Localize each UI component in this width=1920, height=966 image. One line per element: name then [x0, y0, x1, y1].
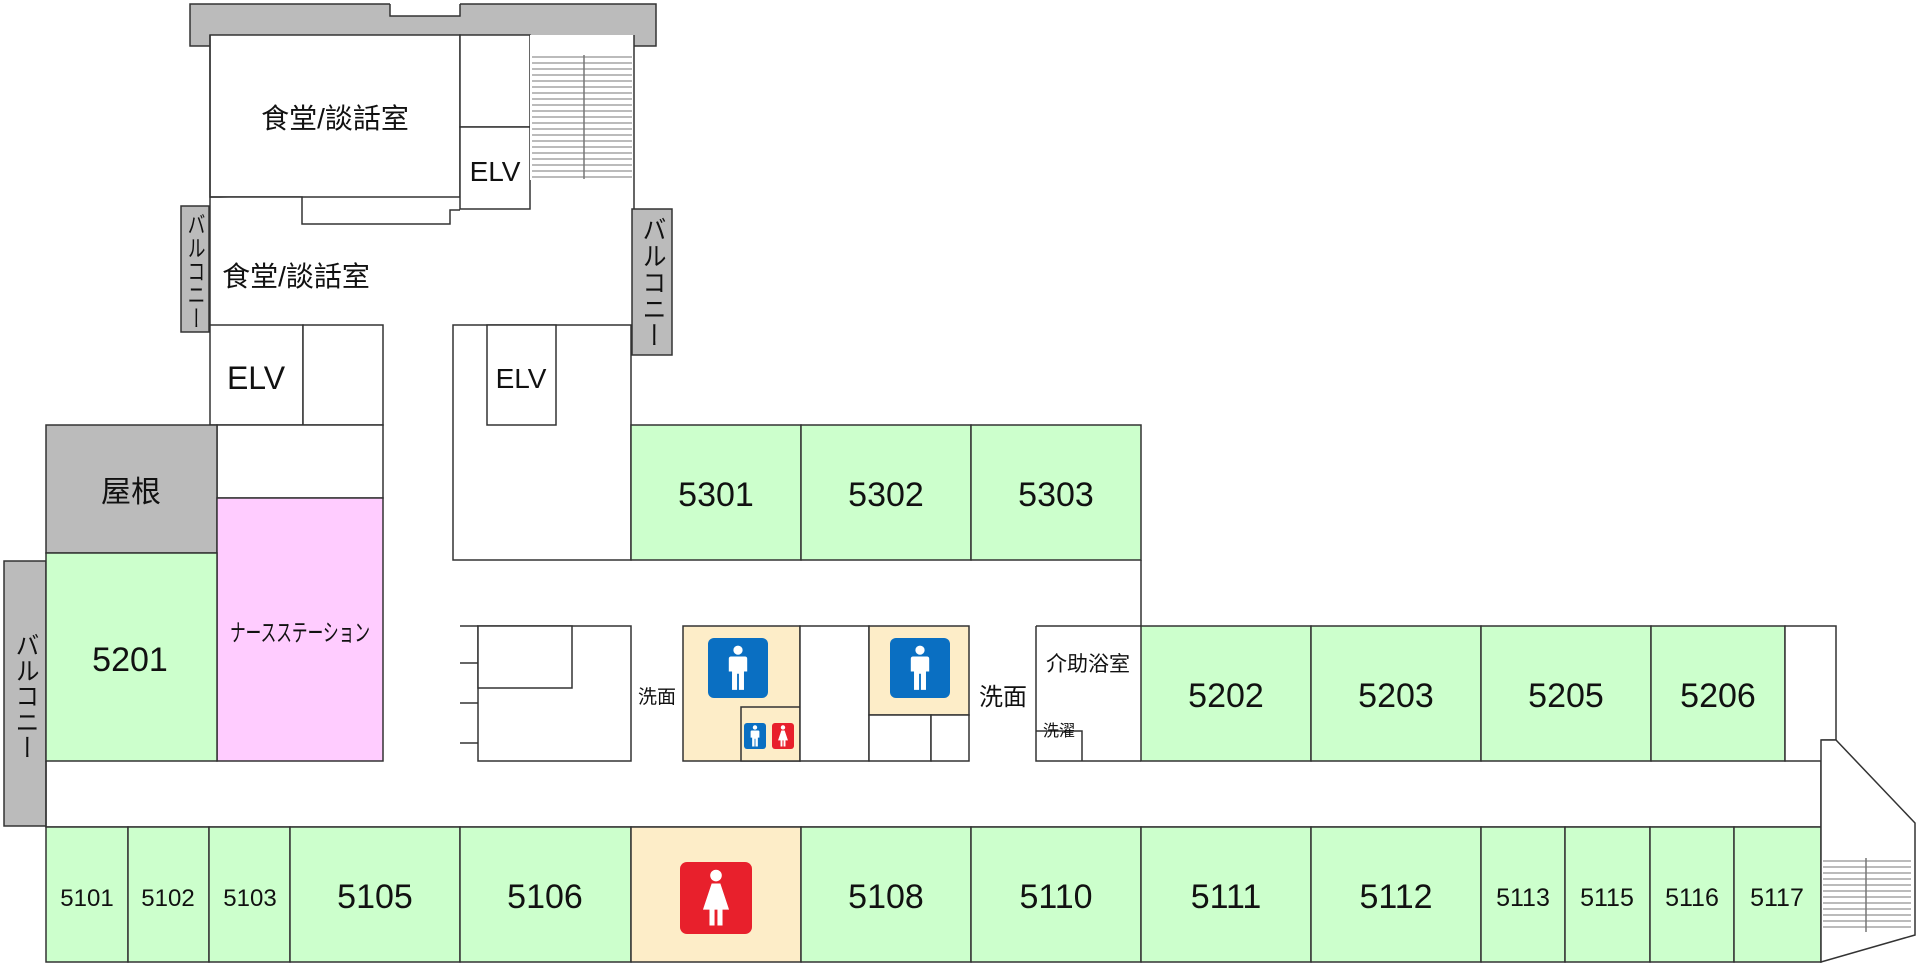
bath-label: 介助浴室 [1046, 653, 1130, 676]
room-5202 [1140, 625, 1312, 762]
room-label-5202: 5202 [1188, 677, 1264, 715]
room-5302 [800, 424, 972, 561]
elevator-label-3: ELV [496, 363, 547, 394]
dining-room-upper [209, 34, 461, 198]
stairs-southeast [1823, 858, 1911, 932]
room-label-5105: 5105 [337, 878, 413, 916]
male-toilet-icon-1 [708, 638, 768, 698]
elevator-upper [459, 126, 531, 210]
room-5101 [45, 826, 129, 963]
room-5116 [1649, 826, 1735, 963]
balcony-label-west-lower: バルコニー [11, 632, 39, 760]
room-5108 [800, 826, 972, 963]
room-5102 [127, 826, 210, 963]
room-label-5115: 5115 [1580, 884, 1634, 912]
room-5301 [630, 424, 802, 561]
room-5203 [1310, 625, 1482, 762]
room-label-5205: 5205 [1528, 677, 1604, 715]
room-label-5301: 5301 [678, 476, 754, 514]
dining-room-label-2: 食堂/談話室 [222, 261, 370, 292]
room-label-5303: 5303 [1018, 476, 1094, 514]
room-5105 [289, 826, 461, 963]
room-5303 [970, 424, 1142, 561]
nurse-station [216, 497, 384, 762]
male-toilet-icon-small [744, 723, 766, 749]
room-5111 [1140, 826, 1312, 963]
balcony-label-west-upper: バルコニー [185, 212, 206, 330]
room-5106 [459, 826, 632, 963]
balcony-east-upper [631, 208, 673, 356]
male-toilet-icon-2 [890, 638, 950, 698]
room-label-5102: 5102 [141, 885, 194, 912]
room-5113 [1480, 826, 1566, 963]
room-label-5113: 5113 [1496, 884, 1550, 912]
balcony-label-east-upper: バルコニー [638, 216, 666, 348]
washroom-label-1: 洗面 [638, 686, 676, 708]
room-5206 [1650, 625, 1786, 762]
laundry-label: 洗濯 [1043, 722, 1075, 740]
balcony-west-lower [3, 560, 47, 827]
room-label-5103: 5103 [223, 885, 276, 912]
room-label-5302: 5302 [848, 476, 924, 514]
dining-room-label-1: 食堂/談話室 [261, 103, 409, 134]
room-label-5111: 5111 [1191, 878, 1262, 916]
roof-area [45, 424, 218, 554]
room-label-5201: 5201 [92, 641, 168, 679]
elevator-east [486, 324, 557, 426]
female-toilet-icon [680, 862, 752, 934]
elevator-label-1: ELV [470, 156, 521, 187]
room-label-5106: 5106 [507, 878, 583, 916]
room-label-5116: 5116 [1665, 884, 1719, 912]
room-label-5108: 5108 [848, 878, 924, 916]
nurse-station-label: ナースステーション [230, 620, 370, 647]
room-5201 [45, 552, 218, 762]
room-label-5101: 5101 [60, 885, 113, 912]
room-label-5112: 5112 [1359, 878, 1432, 916]
room-label-5206: 5206 [1680, 677, 1756, 715]
room-label-5203: 5203 [1358, 677, 1434, 715]
female-toilet-icon-small [772, 723, 794, 749]
balcony-west-upper [180, 205, 210, 333]
elevator-label-2: ELV [227, 360, 286, 396]
room-5103 [208, 826, 291, 963]
room-5110 [970, 826, 1142, 963]
roof-label: 屋根 [101, 476, 161, 509]
room-label-5117: 5117 [1750, 884, 1804, 912]
washroom-label-2: 洗面 [979, 684, 1027, 711]
room-label-5110: 5110 [1019, 878, 1092, 916]
room-5205 [1480, 625, 1652, 762]
room-5117 [1733, 826, 1822, 963]
room-5115 [1564, 826, 1651, 963]
